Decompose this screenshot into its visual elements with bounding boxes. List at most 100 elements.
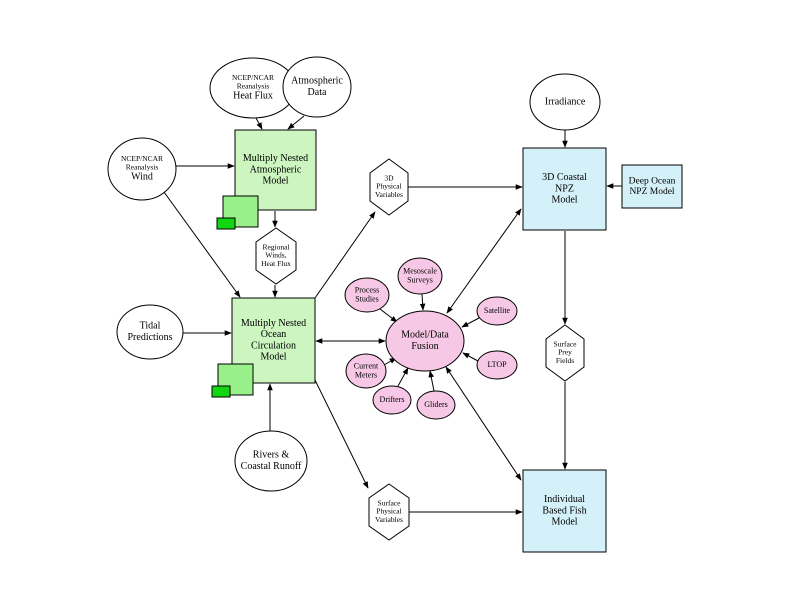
gliders-label-line: Gliders (424, 400, 448, 409)
node-satellite: Satellite (476, 296, 518, 326)
regional-winds-label-line: Winds, (265, 251, 286, 260)
irradiance-ellipse (529, 73, 601, 131)
ncep-wind-ellipse (107, 137, 177, 201)
atmos-model-label-line: Atmospheric (250, 164, 302, 175)
atmospheric-data-label-line: Data (308, 87, 327, 98)
fusion-label-line: Model/Data (401, 330, 449, 341)
fusion-label-line: Fusion (411, 341, 438, 352)
ncep-heat-flux-label-line: NCEP/NCAR (232, 73, 274, 82)
coastal-npz-label-line: NPZ (555, 183, 574, 194)
ocean-model-label-line: Multiply Nested (241, 318, 306, 329)
atmos-model-label-line: Multiply Nested (243, 153, 308, 164)
process-studies-label-line: Process (355, 285, 379, 294)
gliders-ellipse (416, 390, 456, 420)
ncep-heat-flux-label-line: Reanalysis (237, 81, 270, 90)
deep-ocean-npz-box (621, 164, 683, 209)
irradiance-label-line: Irradiance (545, 96, 586, 107)
edge-drifters-to-fusion (397, 367, 409, 387)
edge-fish-model-to-fusion (445, 366, 522, 481)
physical-3d-hexagon (369, 158, 409, 216)
node-drifters: Drifters (372, 385, 412, 415)
atmospheric-data-label-line: Atmospheric (291, 76, 343, 87)
ncep-wind-label-line: Wind (131, 172, 153, 183)
ncep-heat-flux-label-line: Heat Flux (233, 91, 273, 102)
current-meters-label-line: Current (354, 361, 379, 370)
ncep-wind-label-line: NCEP/NCAR (121, 154, 163, 163)
tidal-label-line: Tidal (140, 321, 161, 332)
mesoscale-ellipse (397, 257, 443, 295)
rivers-ellipse (234, 430, 308, 492)
regional-winds-hexagon (255, 227, 297, 285)
current-meters-label-line: Meters (355, 370, 377, 379)
node-ltop: LTOP (476, 350, 518, 380)
edge-ltop-to-fusion (462, 352, 479, 362)
fish-model-label-line: Model (551, 516, 577, 527)
current-meters-ellipse (345, 353, 387, 389)
edge-mesoscale-to-fusion (419, 293, 426, 311)
physical-3d-label-line: Physical (376, 182, 401, 191)
ncep-wind-label-line: Reanalysis (126, 162, 159, 171)
deep-ocean-npz-label-line: NPZ Model (629, 187, 674, 197)
satellite-ellipse (476, 296, 518, 326)
edge-process-studies-to-fusion (379, 308, 398, 323)
nested-grid-icon (211, 363, 254, 398)
surface-prey-hexagon (545, 324, 585, 382)
coastal-npz-box (522, 147, 607, 231)
edge-ncep-heat-flux-to-atmos-model (255, 117, 263, 130)
physical-3d-label-line: 3D (384, 173, 394, 182)
surface-prey-label-line: Surface (554, 339, 578, 348)
surface-physical-label-line: Surface (378, 498, 402, 507)
regional-winds-label-line: Regional (262, 242, 289, 251)
node-irradiance: Irradiance (529, 73, 601, 131)
deep-ocean-npz-label-line: Deep Ocean (629, 176, 676, 186)
coastal-npz-label-line: 3D Coastal (542, 172, 587, 183)
mesoscale-label-line: Mesoscale (403, 266, 437, 275)
atmos-model-label-line: Model (262, 175, 288, 186)
drifters-label-line: Drifters (380, 395, 405, 404)
drifters-ellipse (372, 385, 412, 415)
atmospheric-data-ellipse (282, 56, 352, 118)
inner-grid-square (216, 217, 236, 230)
node-gliders: Gliders (416, 390, 456, 420)
edge-ocean-model-to-physical-3d (314, 211, 376, 299)
edges-layer (163, 115, 622, 515)
fish-model-box (522, 469, 607, 553)
inner-grid-square (211, 385, 231, 398)
regional-winds-label-line: Heat Flux (261, 259, 291, 268)
surface-physical-label-line: Variables (375, 515, 403, 524)
process-studies-label-line: Studies (355, 294, 379, 303)
rivers-label-line: Coastal Runoff (241, 461, 302, 472)
edge-atmospheric-data-to-atmos-model (287, 115, 305, 130)
physical-3d-label-line: Variables (375, 190, 403, 199)
ocean-model-label-line: Model (260, 352, 286, 363)
edge-satellite-to-fusion (461, 317, 480, 328)
fish-model-label-line: Based Fish (542, 505, 586, 516)
edge-gliders-to-fusion (428, 370, 435, 392)
edge-ocean-model-to-surface-physical (314, 379, 369, 489)
surface-physical-hexagon (368, 483, 410, 541)
coastal-npz-label-line: Model (551, 194, 577, 205)
tidal-label-line: Predictions (128, 332, 173, 343)
ltop-label-line: LTOP (487, 360, 507, 369)
fusion-ellipse (385, 310, 465, 372)
node-rivers: Rivers &Coastal Runoff (234, 430, 308, 492)
ltop-ellipse (476, 350, 518, 380)
tidal-ellipse (116, 304, 184, 360)
nested-grid-icon (216, 195, 259, 230)
surface-prey-label-line: Fields (556, 356, 574, 365)
edge-coastal-npz-to-fusion (446, 208, 522, 314)
satellite-label-line: Satellite (484, 306, 511, 315)
edge-ncep-wind-to-ocean-model (163, 191, 241, 298)
